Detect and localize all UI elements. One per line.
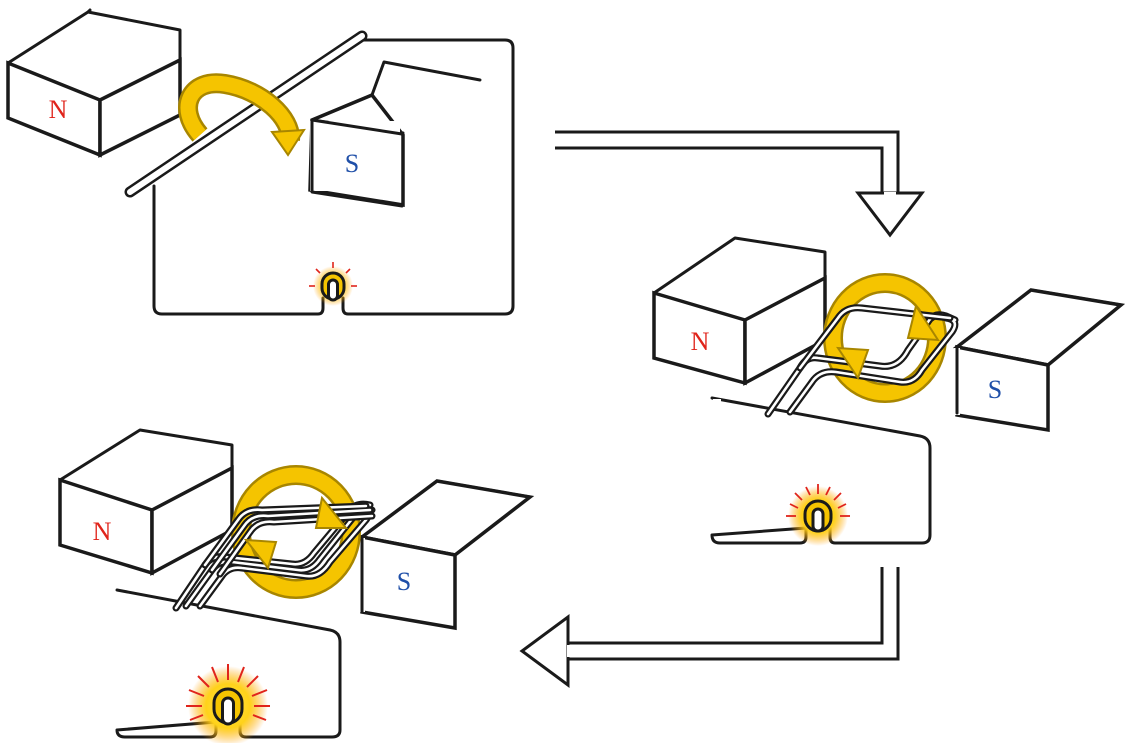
north-label: N [93,517,112,546]
north-magnet: N [6,8,182,158]
south-label: S [988,375,1002,404]
south-magnet: S [308,60,482,208]
panel-single-loop: N S [652,236,1126,546]
lamp [186,664,270,743]
lamp [309,262,357,306]
arrowhead-icon [314,495,349,529]
north-magnet: N [58,428,234,576]
lamp [786,484,850,546]
arrowhead-icon [836,346,870,381]
conductor-coil [172,500,376,612]
conductor-rod [124,30,368,198]
flow-arrow-right-down [553,130,926,238]
circuit-wire [152,38,515,316]
flow-arrow-down-left [519,565,900,688]
rotation-arrow [178,73,306,157]
north-magnet: N [652,236,827,386]
south-magnet: S [357,479,535,631]
panel-single-wire: N S [6,8,515,316]
north-label: N [49,95,68,124]
south-label: S [345,149,359,178]
panel-multi-turn-coil: N S [58,428,535,743]
arrowhead-icon [243,538,278,571]
north-label: N [691,327,710,356]
arrowhead-icon [906,303,940,342]
south-label: S [397,567,411,596]
conductor-loop [764,304,959,418]
south-magnet: S [952,288,1126,433]
